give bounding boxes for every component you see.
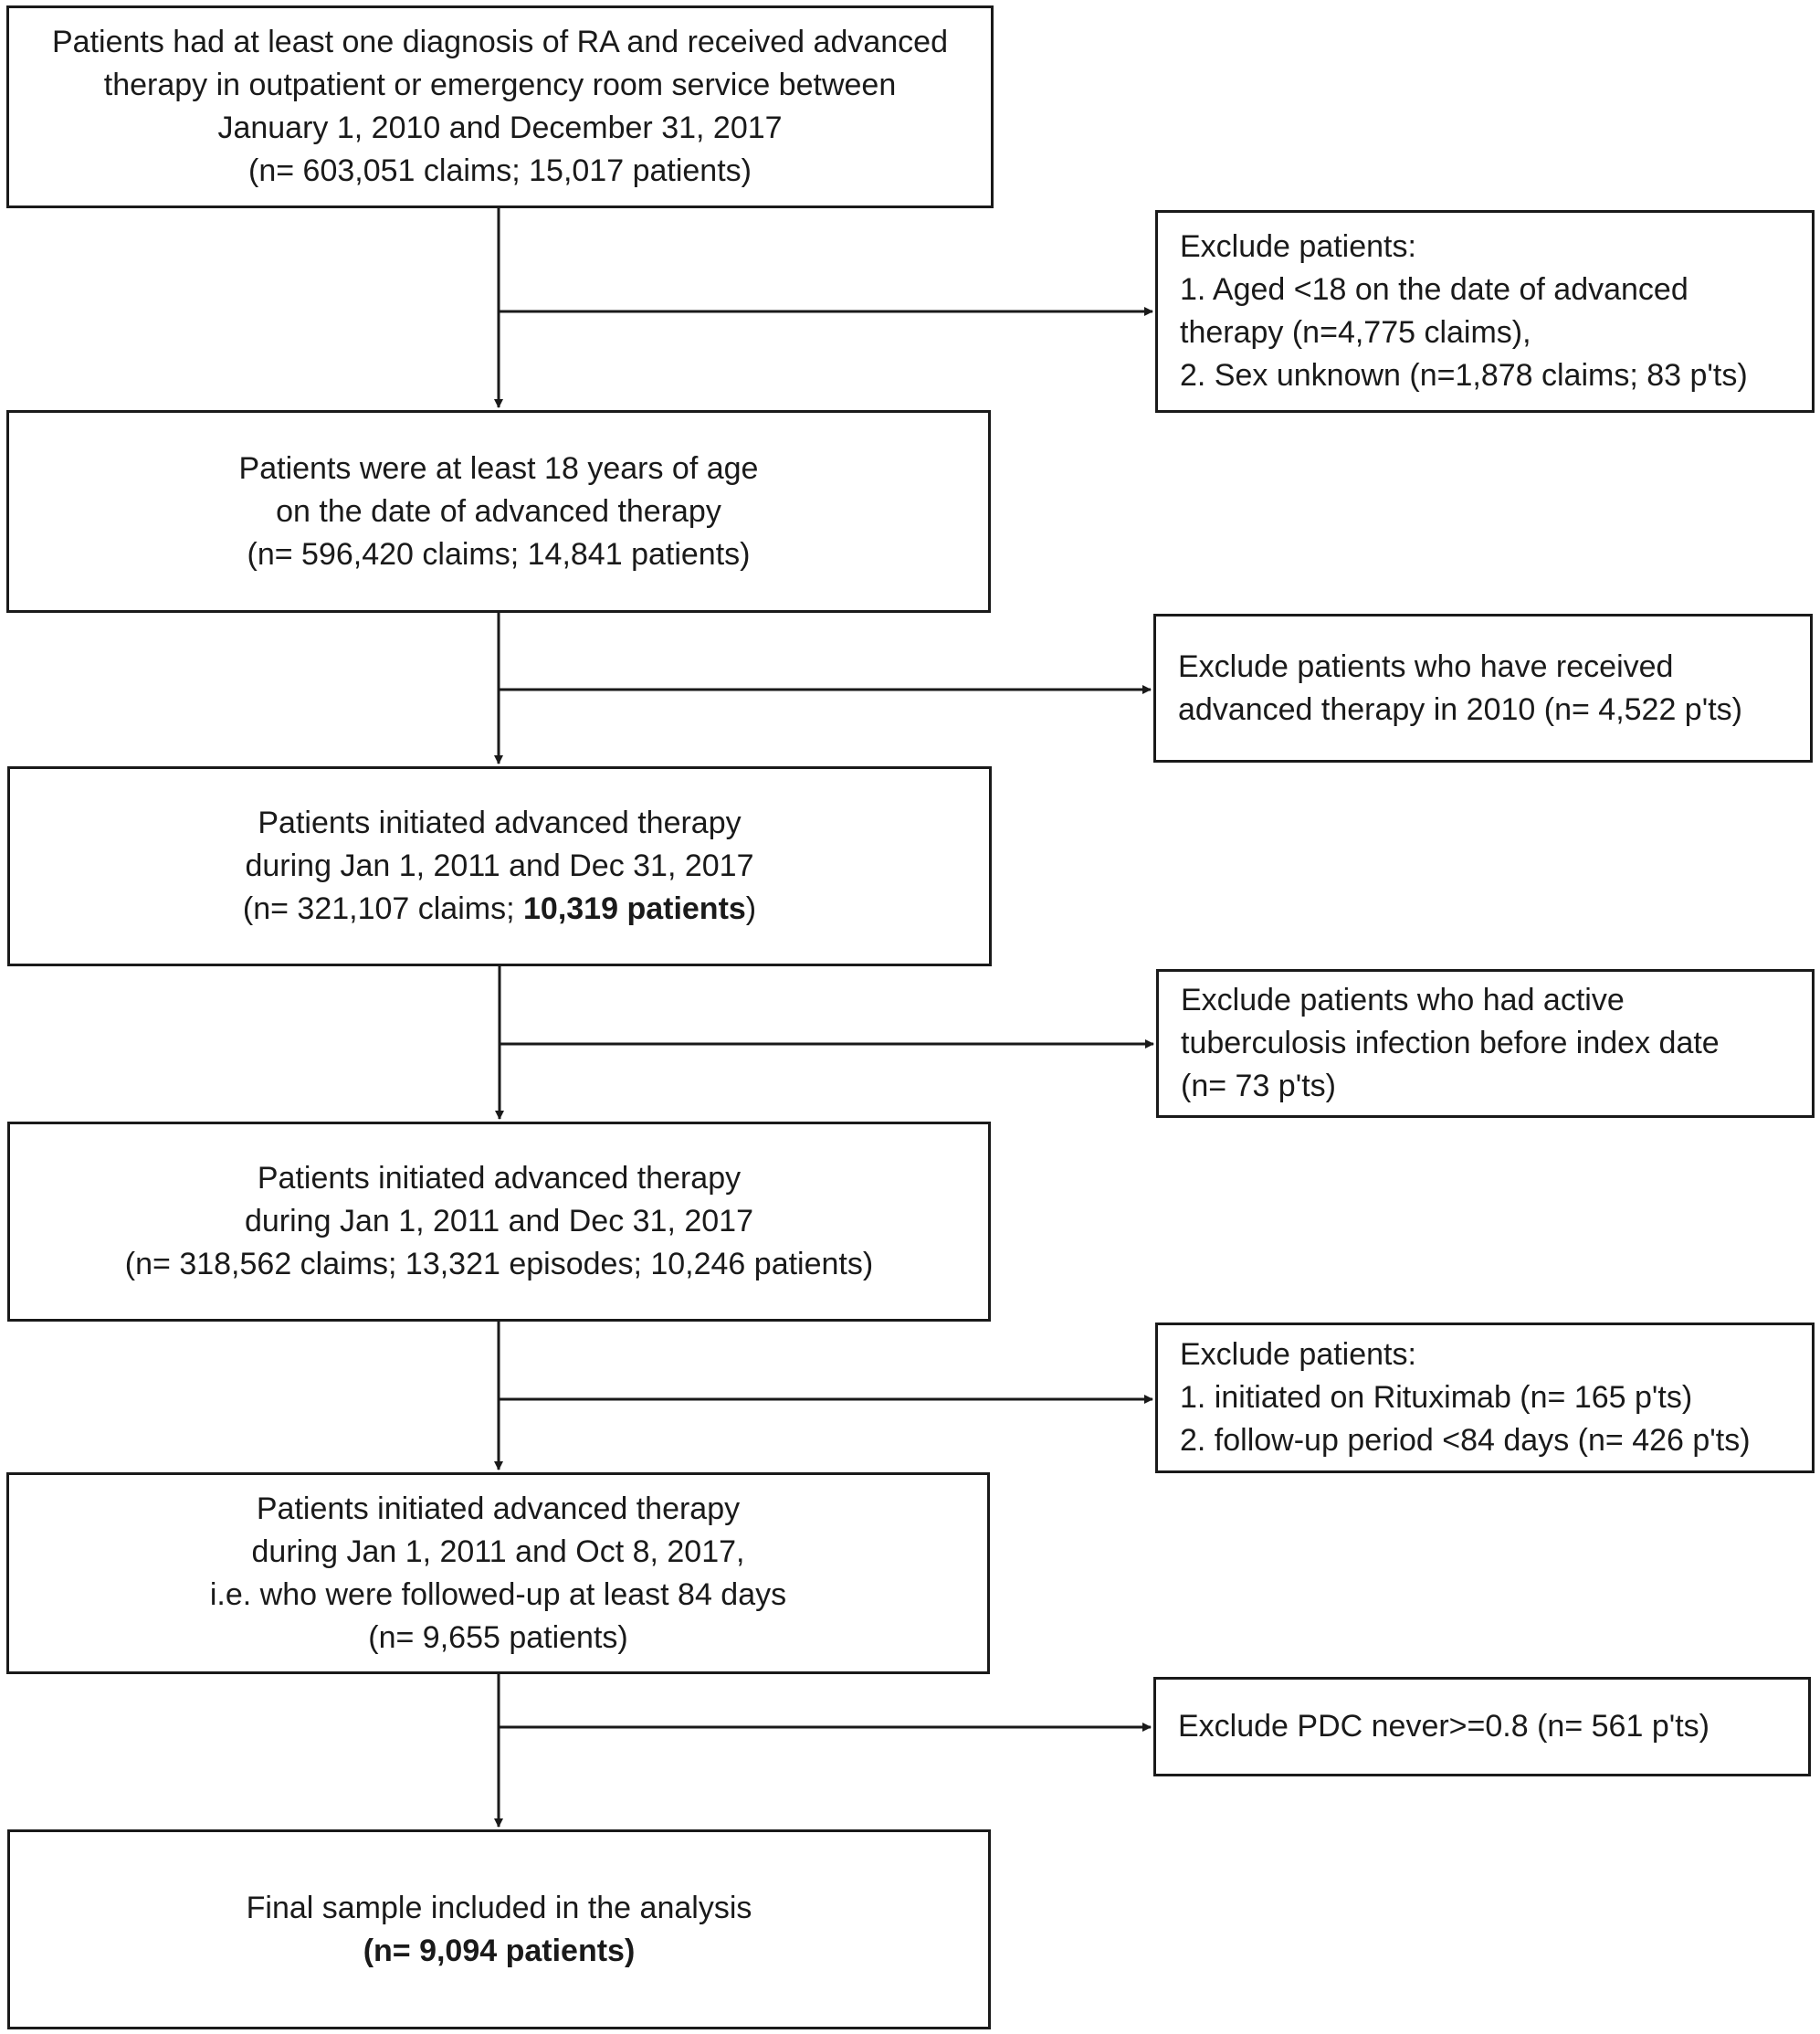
box-text: (n= 9,655 patients) — [368, 1619, 628, 1655]
box-text: January 1, 2010 and December 31, 2017 — [217, 111, 783, 145]
box-text-line: Exclude patients: — [1180, 226, 1416, 269]
box-text: 1. initiated on Rituximab (n= 165 p'ts) — [1180, 1380, 1693, 1415]
box-text: (n= 321,107 claims; — [242, 891, 523, 926]
box-text: (n= 596,420 claims; 14,841 patients) — [247, 536, 751, 572]
box-text-bold: 10,319 patients — [523, 891, 746, 926]
box-text-line: (n= 321,107 claims; 10,319 patients) — [243, 888, 756, 931]
box-text: 2. Sex unknown (n=1,878 claims; 83 p'ts) — [1180, 358, 1748, 393]
box-text-line: January 1, 2010 and December 31, 2017 — [217, 107, 782, 150]
box-text-line: during Jan 1, 2011 and Dec 31, 2017 — [245, 1200, 753, 1243]
box-text-line: therapy (n=4,775 claims), — [1180, 311, 1531, 354]
box-text: (n= 318,562 claims; 13,321 episodes; 10,… — [124, 1247, 874, 1281]
box-text-line: Patients initiated advanced therapy — [258, 1157, 741, 1200]
initiated-therapy-box: Patients initiated advanced therapy durin… — [7, 766, 992, 966]
box-text-line: Patients were at least 18 years of age — [239, 448, 759, 490]
box-text: tuberculosis infection before index date — [1181, 1026, 1720, 1060]
box-text-line: i.e. who were followed-up at least 84 da… — [210, 1574, 786, 1617]
box-text: Exclude PDC never>=0.8 (n= 561 p'ts) — [1178, 1709, 1710, 1744]
box-text: Patients initiated advanced therapy — [257, 1161, 742, 1196]
box-text-line: during Jan 1, 2011 and Dec 31, 2017 — [245, 845, 753, 888]
box-text-line: (n= 9,094 patients) — [363, 1930, 636, 1973]
exclusion-box-rituximab-followup: Exclude patients: 1. initiated on Rituxim… — [1155, 1323, 1815, 1473]
box-text: Final sample included in the analysis — [246, 1890, 752, 1925]
box-text-line: advanced therapy in 2010 (n= 4,522 p'ts) — [1178, 689, 1742, 732]
box-text: therapy (n=4,775 claims), — [1180, 315, 1531, 350]
box-text: Exclude patients who had active — [1181, 983, 1625, 1017]
final-sample-box: Final sample included in the analysis (n=… — [7, 1829, 991, 2029]
box-text-line: (n= 9,655 patients) — [368, 1617, 627, 1660]
box-text-line: (n= 596,420 claims; 14,841 patients) — [247, 533, 751, 576]
box-text: 1. Aged <18 on the date of advanced — [1180, 272, 1688, 307]
box-text: i.e. who were followed-up at least 84 da… — [209, 1576, 787, 1612]
box-text-line: 2. Sex unknown (n=1,878 claims; 83 p'ts) — [1180, 354, 1748, 397]
box-text-line: (n= 318,562 claims; 13,321 episodes; 10,… — [125, 1243, 873, 1286]
box-text: ) — [745, 891, 757, 926]
initial-cohort-box: Patients had at least one diagnosis of R… — [6, 5, 994, 208]
box-text-line: Exclude patients who have received — [1178, 646, 1673, 689]
box-text-line: during Jan 1, 2011 and Oct 8, 2017, — [252, 1531, 745, 1574]
box-text: Exclude patients who have received — [1178, 648, 1674, 684]
box-text: advanced therapy in 2010 (n= 4,522 p'ts) — [1178, 691, 1742, 727]
box-text: during Jan 1, 2011 and Dec 31, 2017 — [244, 1204, 753, 1238]
box-text-line: tuberculosis infection before index date — [1181, 1022, 1720, 1065]
box-text-line: Patients initiated advanced therapy — [258, 802, 741, 845]
box-text-line: (n= 73 p'ts) — [1181, 1065, 1336, 1108]
box-text-bold: (n= 9,094 patients) — [363, 1933, 636, 1968]
box-text: (n= 73 p'ts) — [1181, 1069, 1336, 1103]
box-text-line: therapy in outpatient or emergency room … — [104, 64, 896, 107]
box-text: Exclude patients: — [1180, 229, 1416, 264]
box-text-line: Patients initiated advanced therapy — [257, 1488, 740, 1531]
age-eligible-box: Patients were at least 18 years of age on… — [6, 410, 991, 613]
box-text: Exclude patients: — [1180, 1337, 1416, 1372]
box-text: (n= 603,051 claims; 15,017 patients) — [248, 153, 752, 188]
box-text: during Jan 1, 2011 and Oct 8, 2017, — [251, 1533, 745, 1569]
box-text-line: on the date of advanced therapy — [276, 490, 721, 533]
box-text: 2. follow-up period <84 days (n= 426 p't… — [1180, 1423, 1751, 1458]
box-text-line: 2. follow-up period <84 days (n= 426 p't… — [1180, 1419, 1751, 1462]
exclusion-box-age-sex: Exclude patients: 1. Aged <18 on the date… — [1155, 210, 1815, 413]
box-text-line: Exclude patients: — [1180, 1333, 1416, 1376]
box-text-line: 1. initiated on Rituximab (n= 165 p'ts) — [1180, 1376, 1692, 1419]
box-text-line: Exclude patients who had active — [1181, 979, 1625, 1022]
box-text: Patients initiated advanced therapy — [256, 1491, 741, 1526]
box-text: Patients initiated advanced therapy — [258, 806, 742, 840]
box-text: during Jan 1, 2011 and Dec 31, 2017 — [245, 848, 754, 883]
followed-up-box: Patients initiated advanced therapy durin… — [6, 1472, 990, 1674]
box-text-line: Final sample included in the analysis — [247, 1887, 752, 1930]
box-text: Patients were at least 18 years of age — [238, 450, 759, 486]
exclusion-box-pdc: Exclude PDC never>=0.8 (n= 561 p'ts) — [1153, 1677, 1811, 1776]
box-text-line: 1. Aged <18 on the date of advanced — [1180, 269, 1688, 311]
box-text-line: (n= 603,051 claims; 15,017 patients) — [248, 150, 752, 193]
box-text: therapy in outpatient or emergency room … — [103, 68, 897, 102]
initiated-episodes-box: Patients initiated advanced therapy durin… — [7, 1122, 991, 1322]
exclusion-box-2010: Exclude patients who have received advanc… — [1153, 614, 1813, 763]
box-text: Patients had at least one diagnosis of R… — [51, 25, 948, 59]
exclusion-box-tuberculosis: Exclude patients who had active tuberculo… — [1156, 969, 1815, 1118]
box-text-line: Patients had at least one diagnosis of R… — [52, 21, 948, 64]
box-text-line: Exclude PDC never>=0.8 (n= 561 p'ts) — [1178, 1705, 1710, 1748]
box-text: on the date of advanced therapy — [276, 493, 721, 529]
